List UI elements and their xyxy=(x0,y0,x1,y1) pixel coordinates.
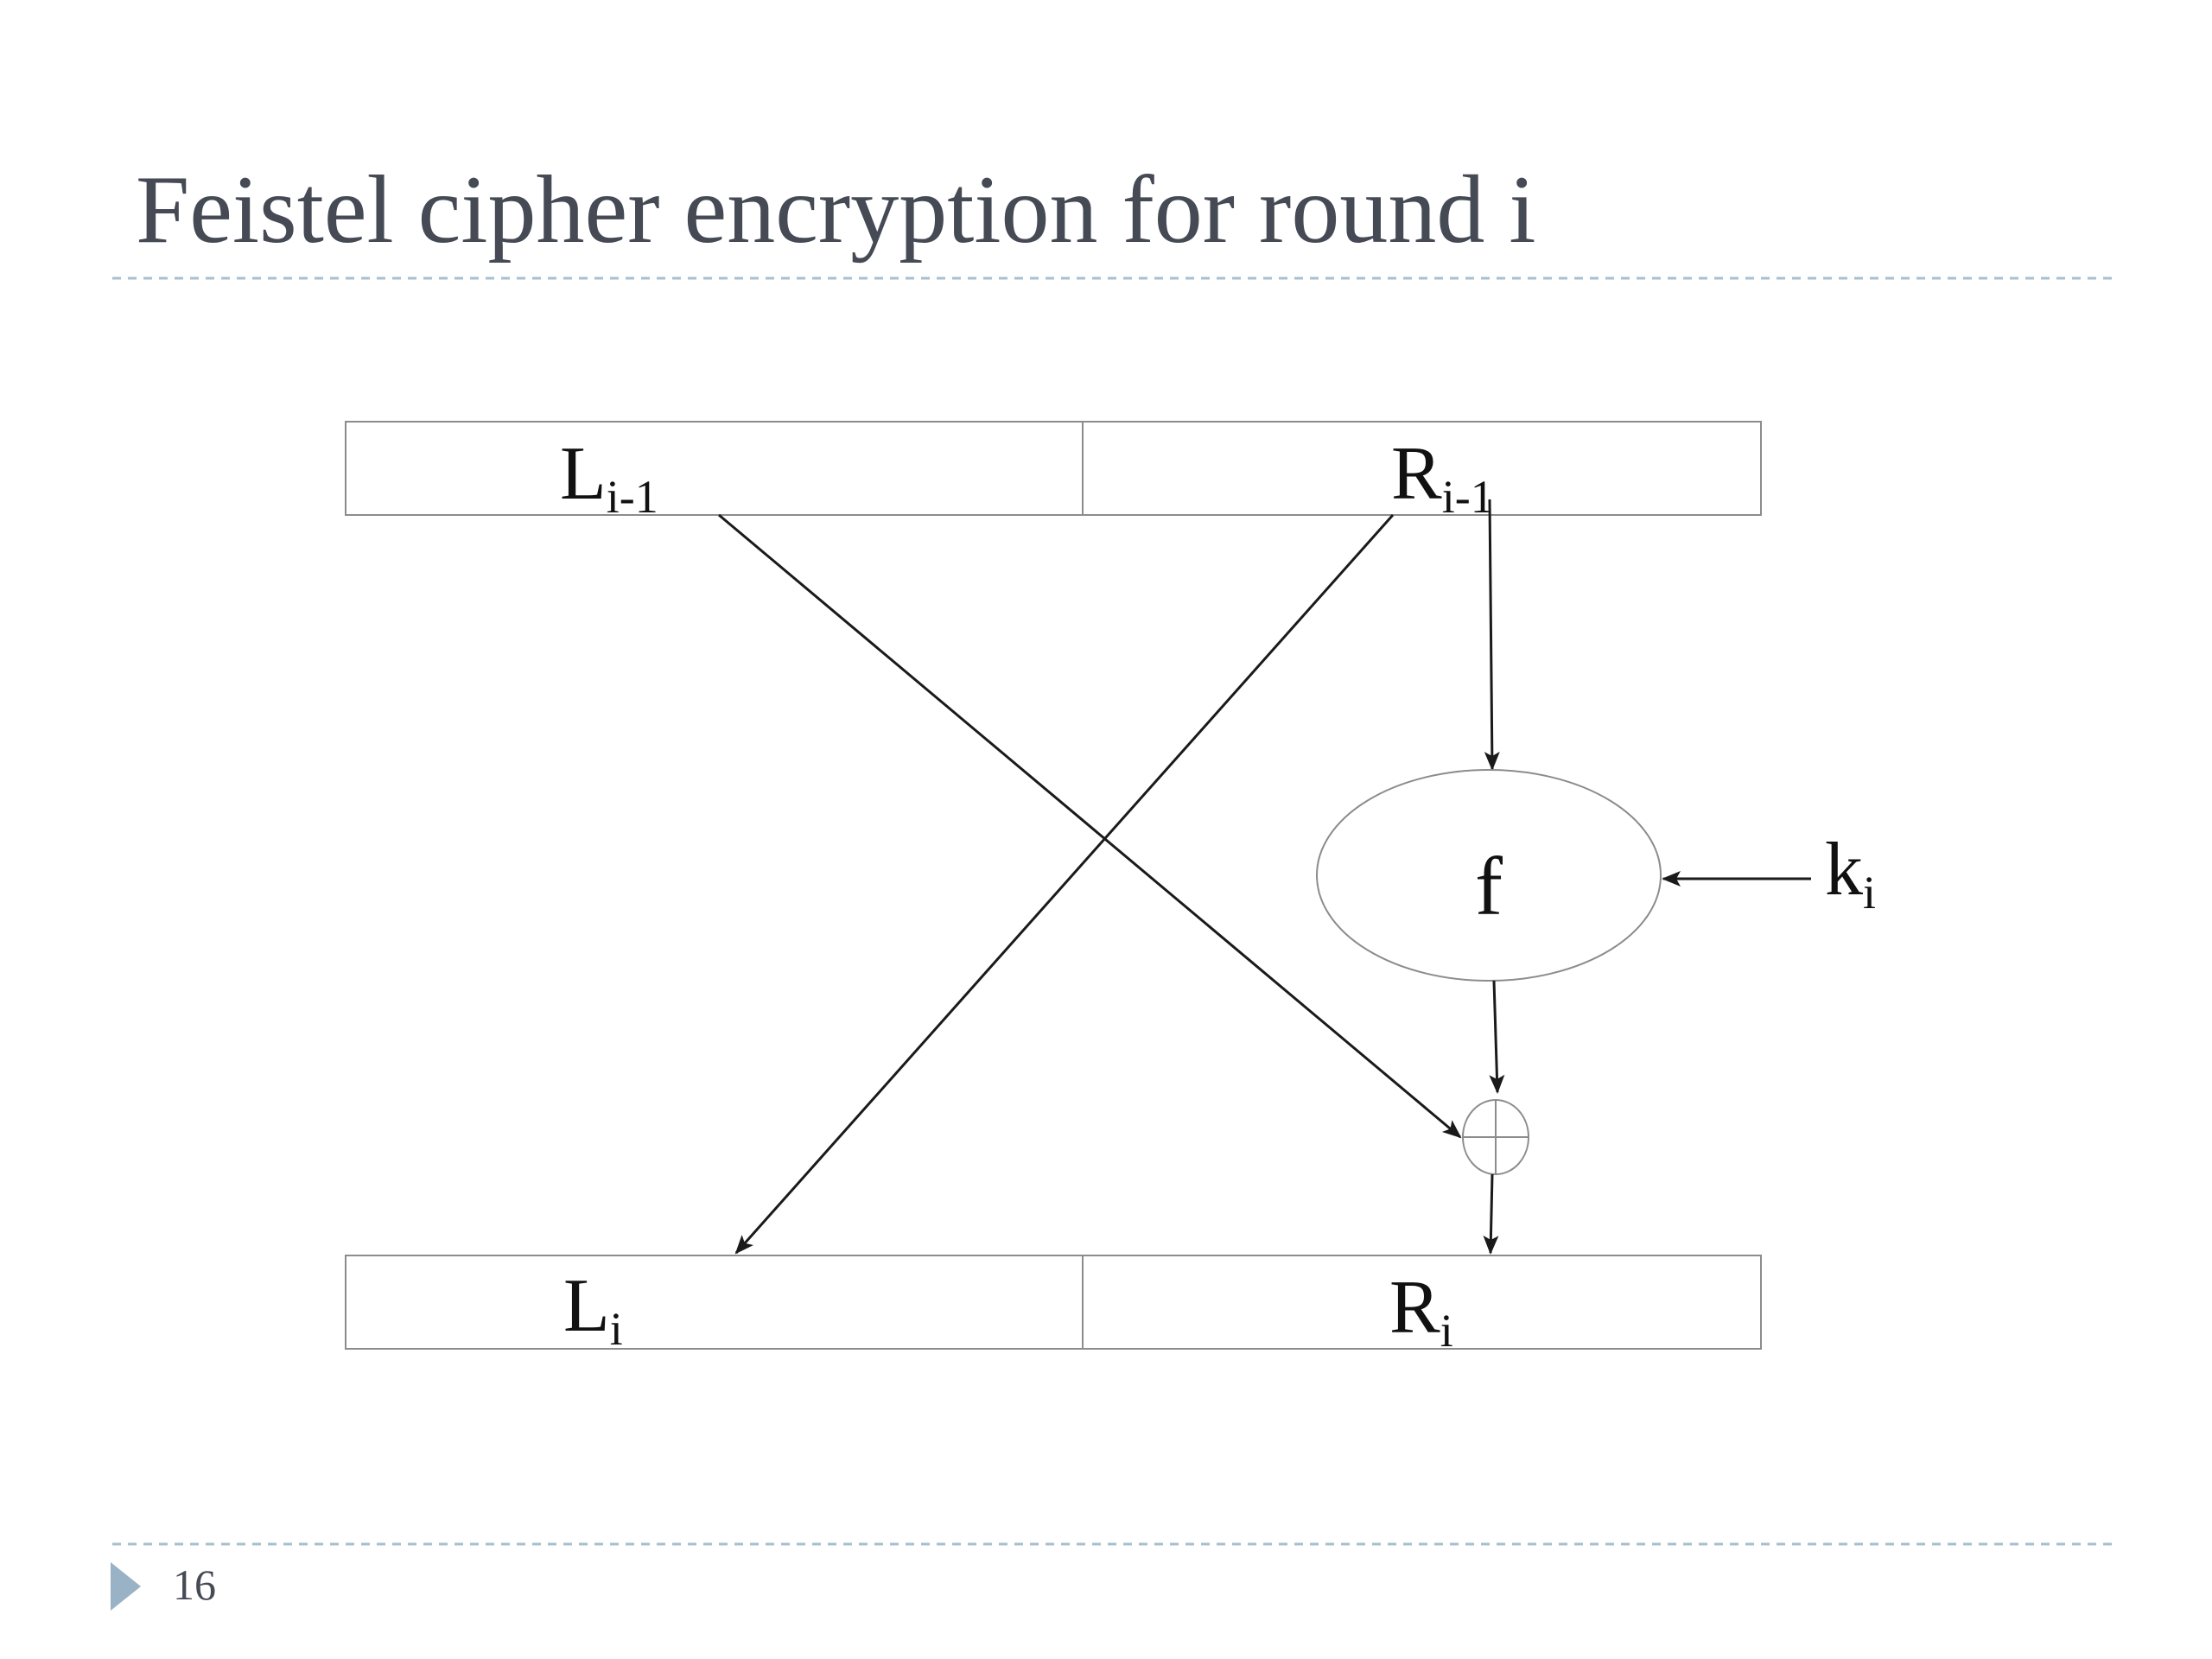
output-block: Li Ri xyxy=(345,1255,1762,1357)
input-right-base: R xyxy=(1391,432,1442,516)
arrow-xor-to-right-output xyxy=(1483,1173,1499,1255)
slide-title: Feistel cipher encryption for round i xyxy=(136,156,1535,264)
output-right-base: R xyxy=(1389,1266,1440,1350)
output-block-left-cell xyxy=(345,1255,1084,1350)
output-left-label: Li xyxy=(563,1264,623,1355)
arrow-function-to-xor xyxy=(1489,980,1505,1094)
input-block: Li-1 Ri-1 xyxy=(345,421,1762,523)
arrow-left-to-xor xyxy=(718,513,1462,1139)
input-left-label: Li-1 xyxy=(560,432,658,523)
key-subscript: i xyxy=(1863,867,1876,918)
output-left-subscript: i xyxy=(610,1303,623,1355)
page-number: 16 xyxy=(173,1560,216,1609)
input-right-subscript: i-1 xyxy=(1442,471,1494,523)
xor-symbol xyxy=(1462,1099,1529,1175)
output-block-right-cell xyxy=(1082,1255,1762,1350)
input-block-right-cell xyxy=(1082,421,1762,516)
function-label: f xyxy=(1475,840,1503,932)
round-function: f xyxy=(1316,769,1662,982)
input-left-base: L xyxy=(560,432,607,516)
output-left-base: L xyxy=(563,1264,610,1348)
input-left-subscript: i-1 xyxy=(607,471,658,523)
arrow-right-to-function xyxy=(1484,499,1500,771)
arrow-right-to-left-output xyxy=(734,514,1395,1255)
input-block-left-cell xyxy=(345,421,1084,516)
function-ellipse xyxy=(1316,769,1662,982)
footer-bullet-icon xyxy=(111,1562,141,1611)
output-right-label: Ri xyxy=(1389,1266,1453,1357)
key-base: k xyxy=(1825,828,1863,912)
input-right-label: Ri-1 xyxy=(1391,432,1494,523)
output-right-subscript: i xyxy=(1440,1305,1453,1357)
key-label: ki xyxy=(1825,828,1876,918)
